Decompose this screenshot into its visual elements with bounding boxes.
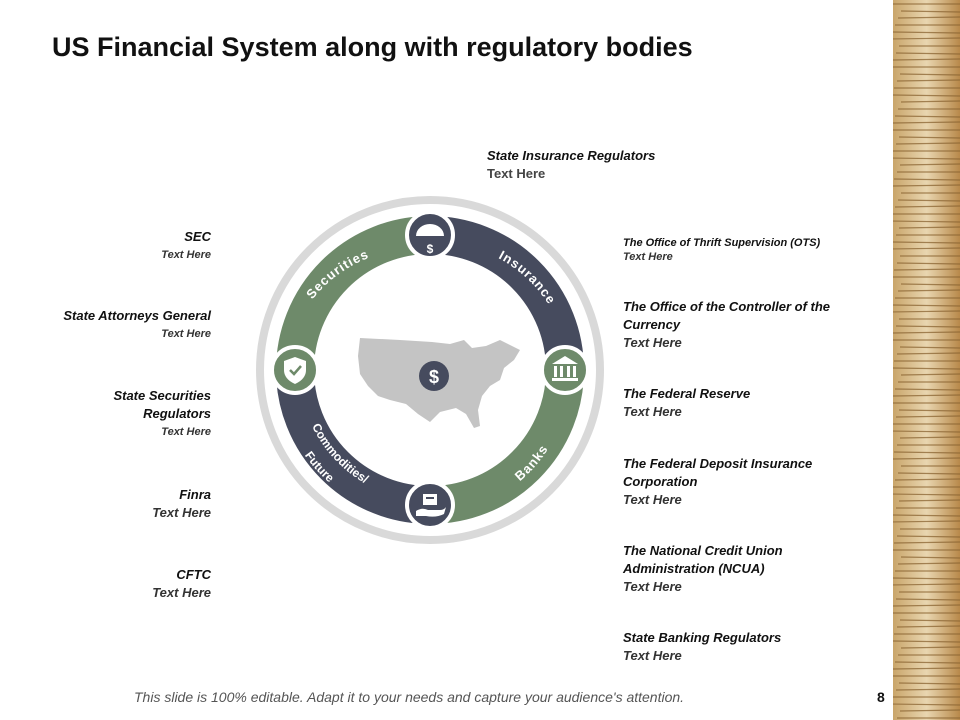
label-state-securities-regulators: State Securities Regulators Text Here (113, 388, 211, 438)
label-federal-reserve: The Federal Reserve Text Here (623, 386, 751, 419)
center-dollar-symbol: $ (429, 367, 439, 387)
label-ncua: The National Credit Union Administration… (623, 543, 783, 594)
coin-stack-image (893, 0, 960, 720)
label-ots: The Office of Thrift Supervision (OTS) T… (623, 237, 821, 263)
umbrella-dollar-icon: $ (405, 210, 455, 260)
segment-banks (429, 369, 584, 524)
svg-text:$: $ (427, 242, 434, 256)
label-state-banking-regulators: State Banking Regulators Text Here (623, 630, 782, 663)
label-finra: Finra Text Here (152, 487, 211, 520)
segment-insurance (429, 216, 584, 371)
hand-box-icon (405, 480, 455, 530)
financial-system-cycle: Securities Insurance Banks Commodities/ … (256, 196, 604, 544)
label-controller-of-currency: The Office of the Controller of the Curr… (623, 299, 831, 350)
page-title: US Financial System along with regulator… (52, 32, 693, 62)
page-number: 8 (877, 689, 885, 705)
label-fdic: The Federal Deposit Insurance Corporatio… (623, 456, 813, 507)
outer-ring (256, 196, 604, 544)
shield-check-icon (270, 345, 320, 395)
label-state-insurance-regulators: State Insurance Regulators Text Here (487, 148, 656, 181)
us-map-dollar-icon: $ (358, 338, 520, 428)
bank-icon (540, 345, 590, 395)
label-state-attorneys-general: State Attorneys General Text Here (63, 308, 211, 340)
label-cftc: CFTC Text Here (152, 567, 211, 600)
segment-securities (276, 216, 431, 371)
label-sec: SEC Text Here (161, 229, 211, 261)
footer-note: This slide is 100% editable. Adapt it to… (134, 689, 685, 705)
segment-commodities (276, 369, 431, 524)
